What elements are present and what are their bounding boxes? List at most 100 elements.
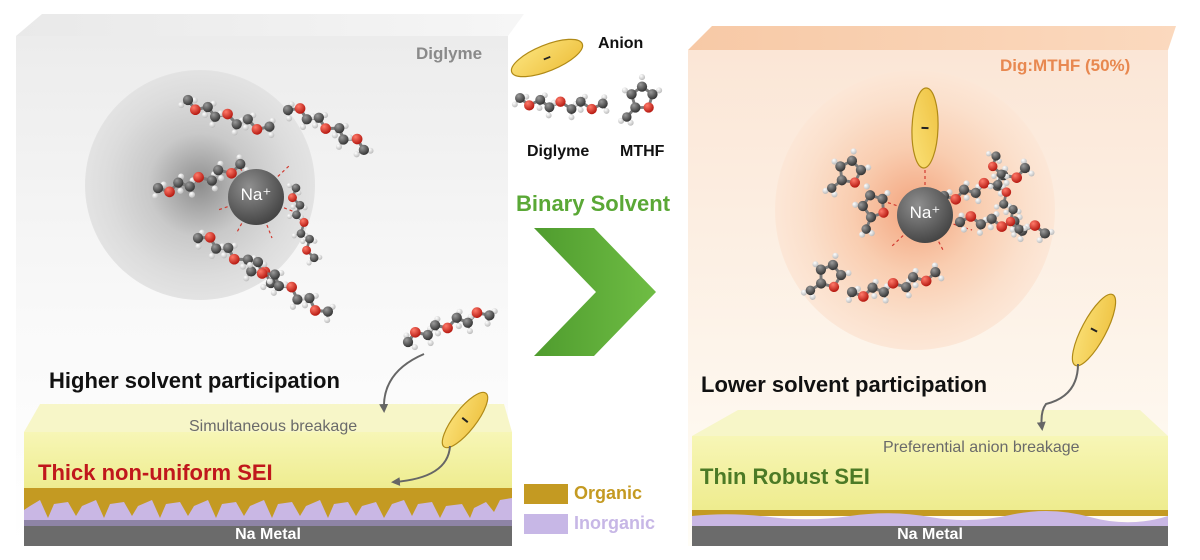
right-mthf-1 [822, 148, 872, 198]
carbon-atom [338, 134, 349, 145]
hydrogen-atom [800, 289, 807, 296]
carbon-atom [991, 151, 1001, 161]
right-na-metal [692, 526, 1168, 546]
left-sei-top-surface [24, 404, 512, 432]
right-na-ion [897, 187, 953, 243]
anion-legend-label: Anion [598, 35, 644, 52]
left-box-top-face [16, 14, 524, 36]
oxygen-atom [978, 177, 990, 189]
hydrogen-atom [884, 189, 891, 197]
carbon-atom [636, 81, 648, 92]
left-diglyme-5 [246, 256, 336, 324]
left-organic-clusters [24, 488, 512, 518]
carbon-atom [878, 286, 889, 298]
carbon-atom [861, 224, 871, 234]
hydrogen-atom [353, 151, 360, 158]
hydrogen-atom [306, 260, 312, 266]
hydrogen-atom [300, 238, 306, 244]
oxygen-atom [920, 275, 932, 287]
oxygen-atom [294, 103, 306, 114]
right-sei-layer [692, 436, 1168, 510]
carbon-atom [930, 267, 941, 278]
carbon-atom [292, 210, 301, 220]
carbon-atom [626, 89, 637, 100]
left-interface-line [24, 520, 512, 526]
left-na-metal [24, 526, 512, 546]
right-sei-label: Thin Robust SEI [700, 464, 870, 489]
carbon-atom [815, 264, 827, 275]
hydrogen-atom [411, 344, 418, 351]
oxygen-atom [1011, 172, 1023, 183]
hydrogen-atom [871, 292, 878, 300]
carbon-atom [305, 234, 314, 244]
carbon-atom [975, 219, 986, 230]
carbon-atom [970, 187, 981, 199]
carbon-atom [857, 200, 869, 212]
hydrogen-atom [260, 284, 267, 291]
carbon-atom [877, 193, 888, 204]
hydrogen-atom [1036, 237, 1043, 244]
hydrogen-atom [331, 132, 338, 139]
carbon-atom [993, 179, 1003, 190]
carbon-atom [954, 216, 966, 228]
carbon-atom [209, 111, 221, 122]
carbon-atom [462, 317, 473, 328]
hydrogen-atom [960, 226, 967, 233]
hydrogen-atom [931, 262, 938, 269]
carbon-atom [291, 183, 301, 193]
oxygen-atom [1001, 187, 1012, 197]
right-metal-label: Na Metal [897, 526, 963, 543]
hydrogen-atom [1003, 179, 1010, 186]
carbon-atom [575, 96, 586, 107]
carbon-atom [206, 175, 218, 186]
hydrogen-atom [466, 328, 473, 335]
hydrogen-atom [1017, 236, 1024, 243]
oxygen-atom [828, 281, 840, 293]
hydrogen-atom [545, 112, 552, 119]
hydrogen-atom [832, 252, 839, 259]
hydrogen-atom [286, 182, 292, 189]
hydrogen-atom [809, 293, 816, 300]
right-electrode-stack [692, 410, 1168, 546]
right-coordinated-anion [911, 87, 939, 169]
hydrogen-atom [191, 97, 198, 104]
right-organic-layer [692, 510, 1168, 516]
mthf-legend-label: MTHF [620, 143, 665, 160]
hydrogen-atom [621, 87, 628, 94]
hydrogen-atom [188, 191, 196, 198]
carbon-atom [295, 200, 305, 210]
right-breakage-label: Preferential anion breakage [883, 439, 1080, 456]
carbon-atom [996, 169, 1006, 179]
diglyme-legend-label: Diglyme [527, 143, 590, 160]
hydrogen-atom [242, 124, 249, 131]
left-diglyme-4 [192, 229, 281, 291]
hydrogen-atom [243, 275, 250, 282]
hydrogen-atom [239, 263, 246, 270]
carbon-atom [210, 243, 222, 254]
hydrogen-atom [993, 204, 1000, 210]
carbon-atom [958, 184, 970, 195]
left-participation-label: Higher solvent participation [49, 368, 340, 393]
carbon-atom [264, 121, 275, 132]
hydrogen-atom [291, 233, 297, 239]
carbon-atom [292, 294, 303, 305]
right-ion-label: Na⁺ [909, 203, 941, 222]
hydrogen-atom [976, 229, 983, 236]
carbon-atom [597, 98, 608, 109]
hydrogen-atom [905, 292, 912, 299]
hydrogen-atom [178, 102, 185, 109]
oxygen-atom [226, 167, 237, 179]
carbon-atom [242, 114, 253, 125]
hydrogen-atom [484, 320, 491, 327]
hydrogen-atom [865, 164, 872, 171]
carbon-atom [304, 292, 315, 304]
oxygen-atom [299, 217, 309, 227]
carbon-atom [213, 164, 224, 176]
oxygen-atom [586, 103, 597, 115]
hydrogen-atom [236, 154, 243, 161]
carbon-atom [282, 104, 294, 116]
oxygen-atom [858, 291, 869, 302]
carbon-atom [836, 175, 847, 186]
left-free-diglyme-structure [402, 307, 498, 351]
